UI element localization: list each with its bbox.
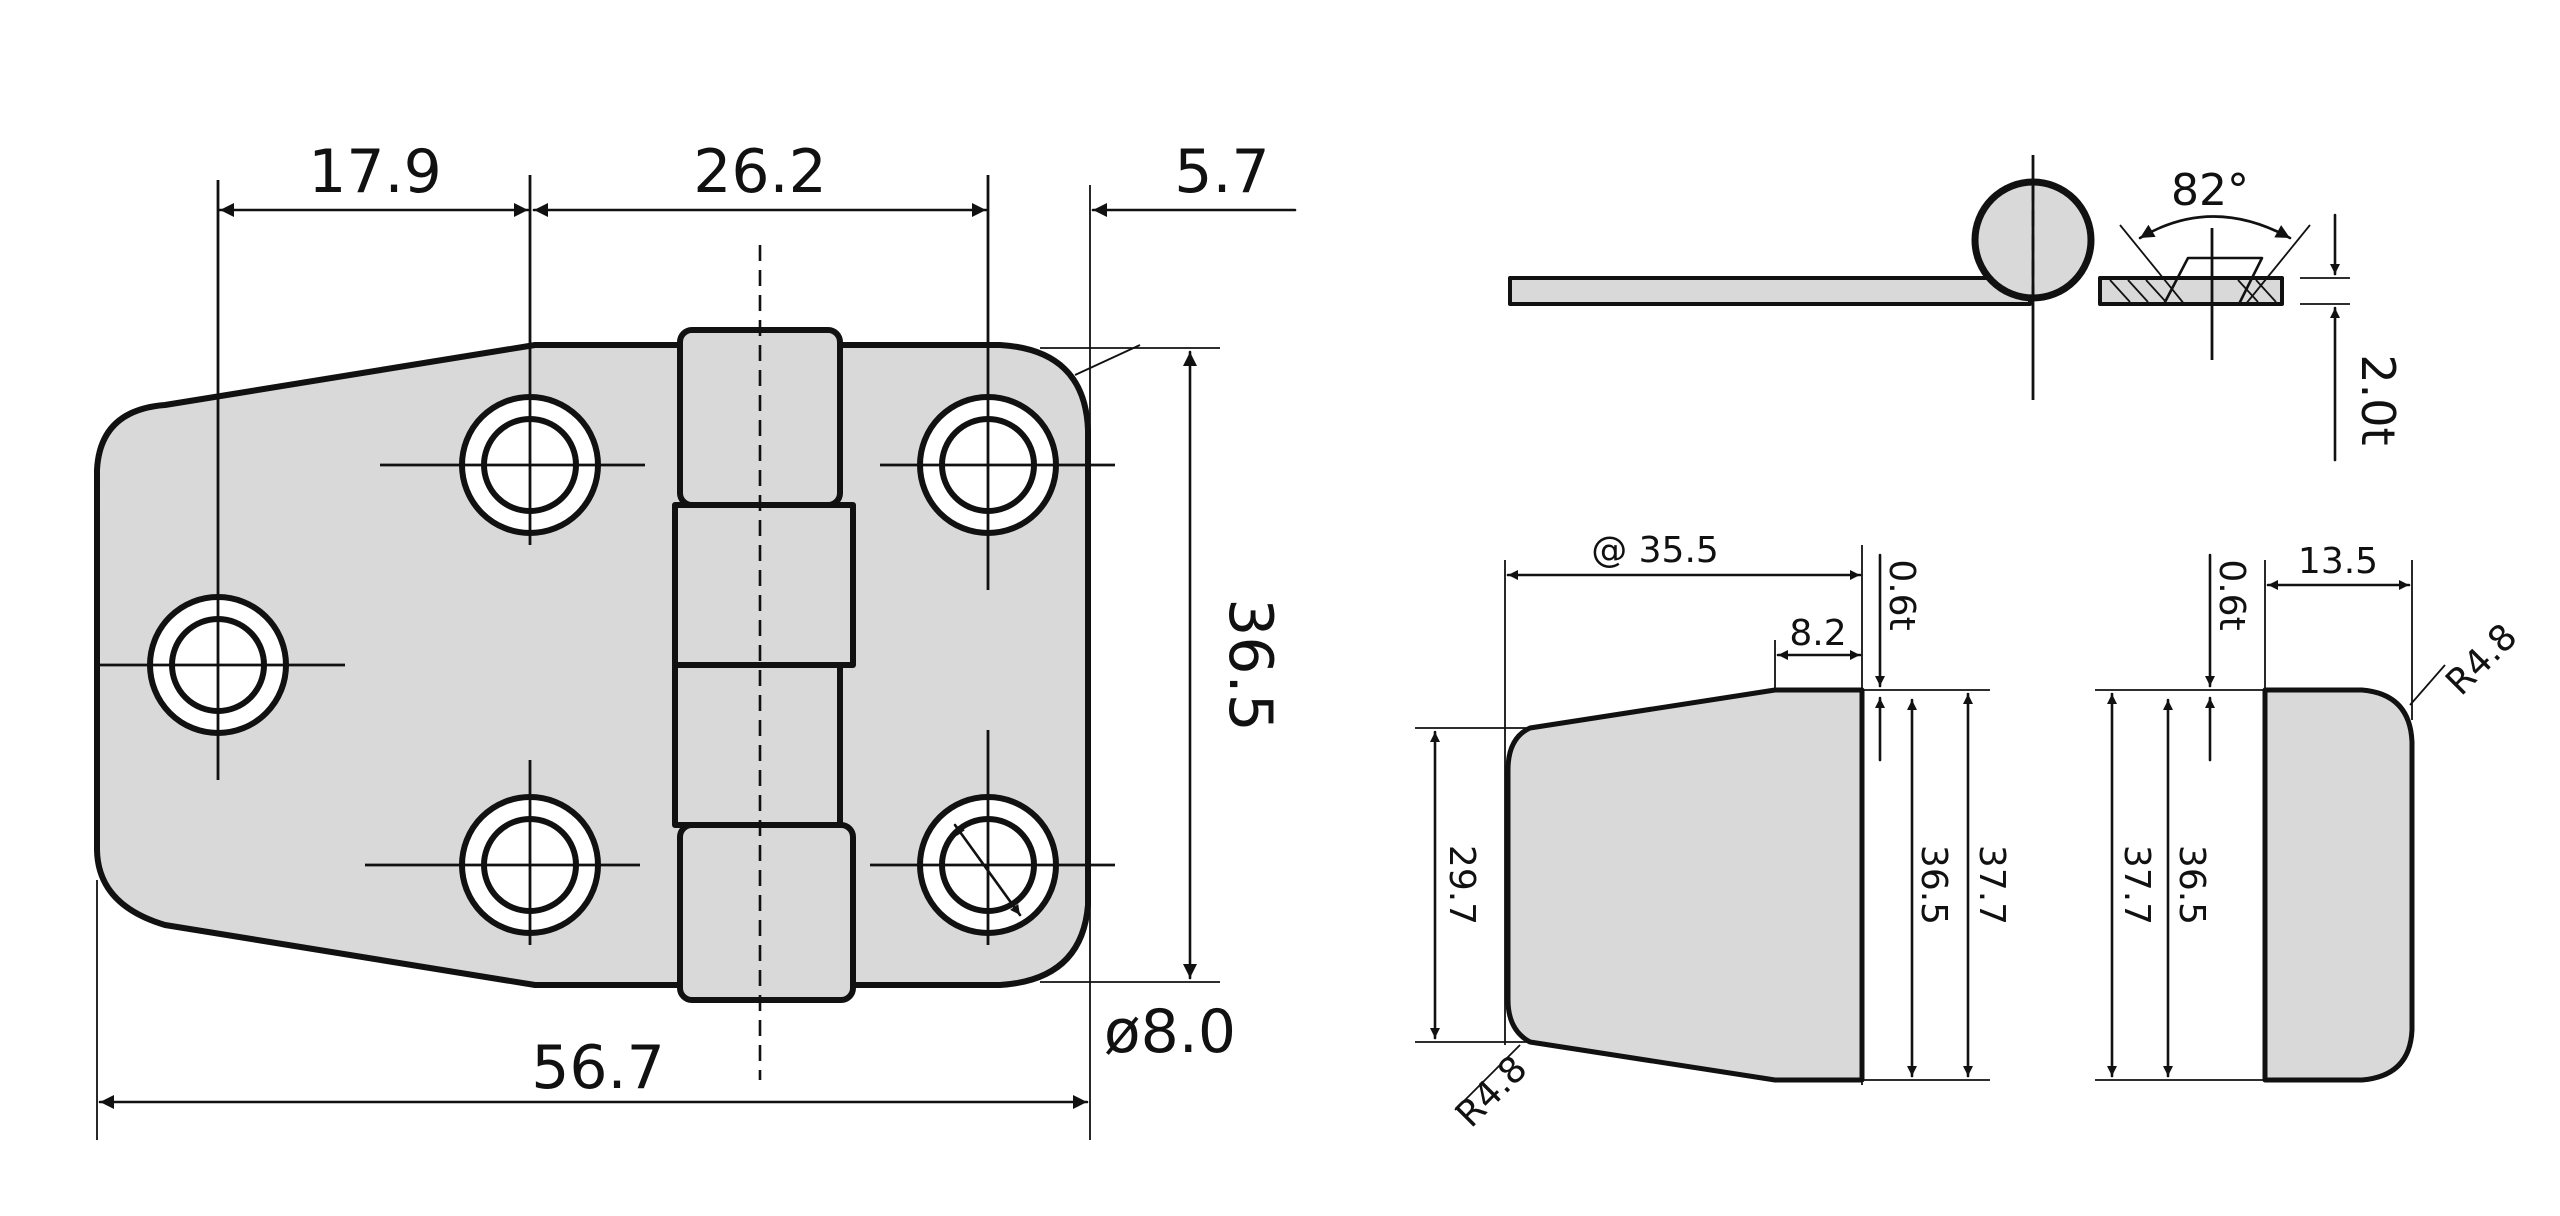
- right-leaf-outline: [2262, 687, 2415, 1083]
- dim-label-edge-offset: 5.7: [1174, 137, 1269, 207]
- dim-label-left-outer-height: 37.7: [1971, 845, 2012, 925]
- countersink-hatch: [2109, 279, 2277, 303]
- dim-label-side-thickness: 2.0t: [2351, 354, 2405, 445]
- left-leaf-outline: [1505, 687, 1865, 1083]
- angle-arc: [2138, 215, 2292, 240]
- left-leaf-view: @ 35.5 8.2 0.6t 29.7 36.5 37.7 R4.8: [1415, 530, 2012, 1135]
- dim-label-left-radius: R4.8: [1448, 1048, 1535, 1135]
- knuckle-upper-middle: [672, 502, 856, 668]
- dim-label-angle: 82°: [2171, 165, 2249, 216]
- knuckle-lower: [677, 822, 856, 1003]
- side-view: 82° 2.0t: [1508, 155, 2405, 462]
- dim-label-right-radius: R4.8: [2438, 616, 2525, 703]
- dim-label-right-length: 13.5: [2298, 541, 2378, 582]
- dim-label-left-inner-height: 36.5: [1913, 845, 1954, 925]
- right-leaf-view: 13.5 0.6t 37.7 36.5 R4.8: [2095, 541, 2525, 1083]
- front-view: 17.9 26.2 5.7 36.5 56.7 ø8.0: [94, 137, 1297, 1140]
- hole-diameter-leader: [953, 823, 1022, 917]
- knuckle-lower-middle: [672, 662, 843, 828]
- dim-label-hole-diameter: ø8.0: [1104, 997, 1236, 1067]
- dim-label-hole-spacing: 26.2: [693, 137, 827, 207]
- dim-label-left-length: @ 35.5: [1591, 530, 1719, 571]
- dim-label-width: 56.7: [531, 1033, 665, 1103]
- side-leaf-left: [1508, 276, 2032, 306]
- dim-label-right-inner-height: 36.5: [2171, 845, 2212, 925]
- dim-label-left-narrow-height: 29.7: [1441, 845, 1482, 925]
- dim-label-right-outer-height: 37.7: [2116, 845, 2157, 925]
- dim-label-right-thickness: 0.6t: [2211, 559, 2252, 630]
- dim-label-left-taper: 8.2: [1789, 613, 1846, 654]
- dim-label-hole-offset: 17.9: [308, 137, 442, 207]
- dim-label-height: 36.5: [1215, 598, 1285, 732]
- dim-label-left-thickness: 0.6t: [1881, 559, 1922, 630]
